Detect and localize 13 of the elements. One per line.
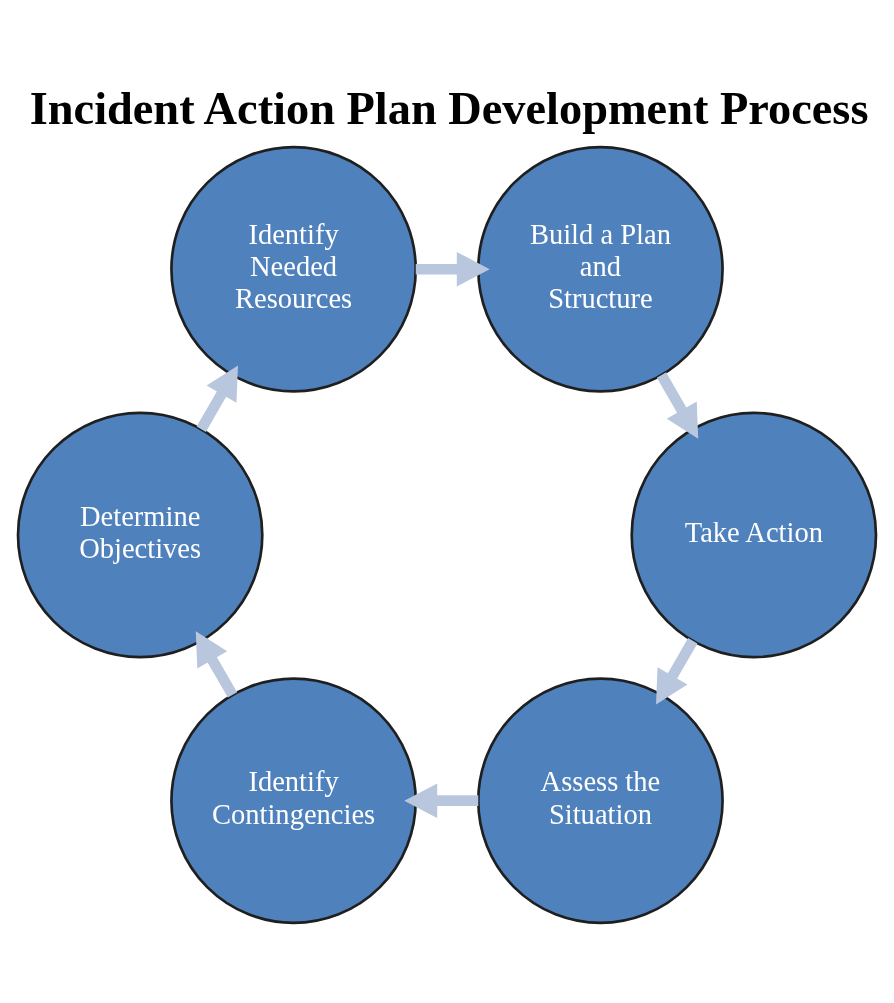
node-circle: Determine Objectives bbox=[16, 411, 264, 658]
arrow bbox=[656, 637, 698, 704]
diagram-title: Incident Action Plan Development Process bbox=[29, 82, 869, 134]
node-circle: Take Action bbox=[630, 411, 878, 658]
arrow bbox=[404, 782, 479, 818]
arrow bbox=[415, 251, 490, 287]
node-circle: Identify Needed Resources bbox=[170, 145, 418, 393]
arrow bbox=[195, 630, 238, 698]
node-circle: Identify Contingencies bbox=[170, 676, 418, 924]
node-circle: Build a Plan and Structure bbox=[476, 145, 724, 393]
arrow bbox=[196, 365, 238, 432]
arrow bbox=[656, 371, 699, 439]
node-circle: Assess the Situation bbox=[476, 676, 724, 924]
